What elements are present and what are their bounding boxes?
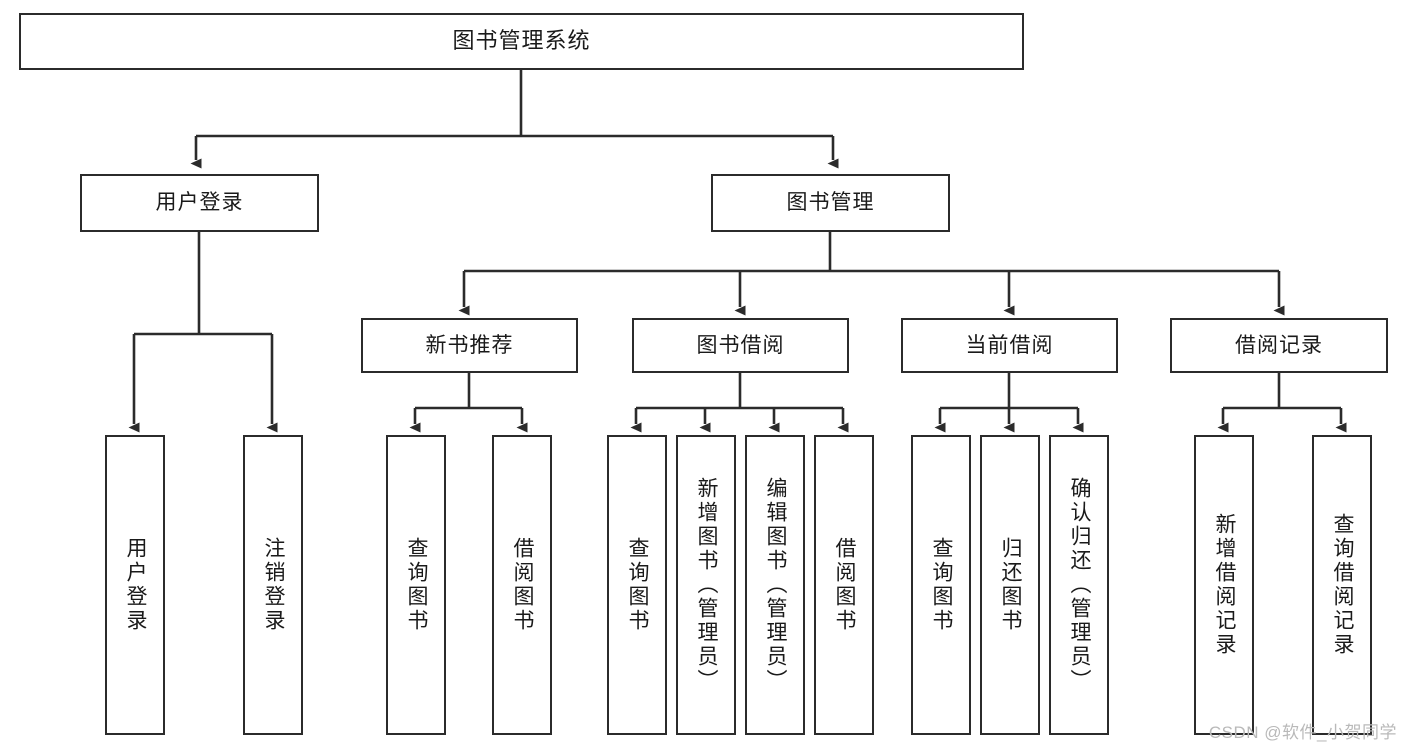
node-label: 查询图书 — [626, 537, 649, 633]
node-user-login[interactable]: 用户登录 — [80, 174, 319, 232]
node-label: 借阅图书 — [511, 537, 534, 633]
leaf-user-login[interactable]: 用户登录 — [105, 435, 165, 735]
node-label: 查询借阅记录 — [1331, 513, 1354, 657]
node-label: 编辑图书（管理员） — [764, 477, 787, 693]
node-new-book-recommend[interactable]: 新书推荐 — [361, 318, 578, 373]
leaf-query-book-recommend[interactable]: 查询图书 — [386, 435, 446, 735]
node-label: 用户登录 — [124, 537, 147, 633]
leaf-return-book[interactable]: 归还图书 — [980, 435, 1040, 735]
node-label: 新书推荐 — [425, 333, 514, 357]
leaf-query-book-current[interactable]: 查询图书 — [911, 435, 971, 735]
node-book-manage[interactable]: 图书管理 — [711, 174, 950, 232]
leaf-borrow-book-recommend[interactable]: 借阅图书 — [492, 435, 552, 735]
node-label: 确认归还（管理员） — [1068, 477, 1091, 693]
node-book-borrow[interactable]: 图书借阅 — [632, 318, 849, 373]
leaf-add-borrow-record[interactable]: 新增借阅记录 — [1194, 435, 1254, 735]
leaf-confirm-return[interactable]: 确认归还（管理员） — [1049, 435, 1109, 735]
node-label: 归还图书 — [999, 537, 1022, 633]
node-current-borrow[interactable]: 当前借阅 — [901, 318, 1118, 373]
csdn-watermark: CSDN @软件_小贺同学 — [1208, 723, 1397, 742]
leaf-query-book-borrow[interactable]: 查询图书 — [607, 435, 667, 735]
node-label: 图书借阅 — [696, 333, 785, 357]
node-label: 图书管理 — [786, 191, 875, 215]
node-label: 用户登录 — [155, 191, 244, 215]
node-label: 图书管理系统 — [452, 28, 591, 54]
node-label: 新增借阅记录 — [1213, 513, 1236, 657]
leaf-logout-login[interactable]: 注销登录 — [243, 435, 303, 735]
leaf-add-book[interactable]: 新增图书（管理员） — [676, 435, 736, 735]
node-label: 查询图书 — [930, 537, 953, 633]
node-label: 当前借阅 — [965, 333, 1054, 357]
node-label: 查询图书 — [405, 537, 428, 633]
node-label: 新增图书（管理员） — [695, 477, 718, 693]
node-label: 借阅记录 — [1235, 333, 1323, 357]
node-label: 借阅图书 — [833, 537, 856, 633]
leaf-borrow-book[interactable]: 借阅图书 — [814, 435, 874, 735]
leaf-edit-book[interactable]: 编辑图书（管理员） — [745, 435, 805, 735]
leaf-query-borrow-record[interactable]: 查询借阅记录 — [1312, 435, 1372, 735]
node-root-book-management-system[interactable]: 图书管理系统 — [19, 13, 1024, 70]
node-label: 注销登录 — [262, 537, 285, 633]
node-borrow-record[interactable]: 借阅记录 — [1170, 318, 1388, 373]
